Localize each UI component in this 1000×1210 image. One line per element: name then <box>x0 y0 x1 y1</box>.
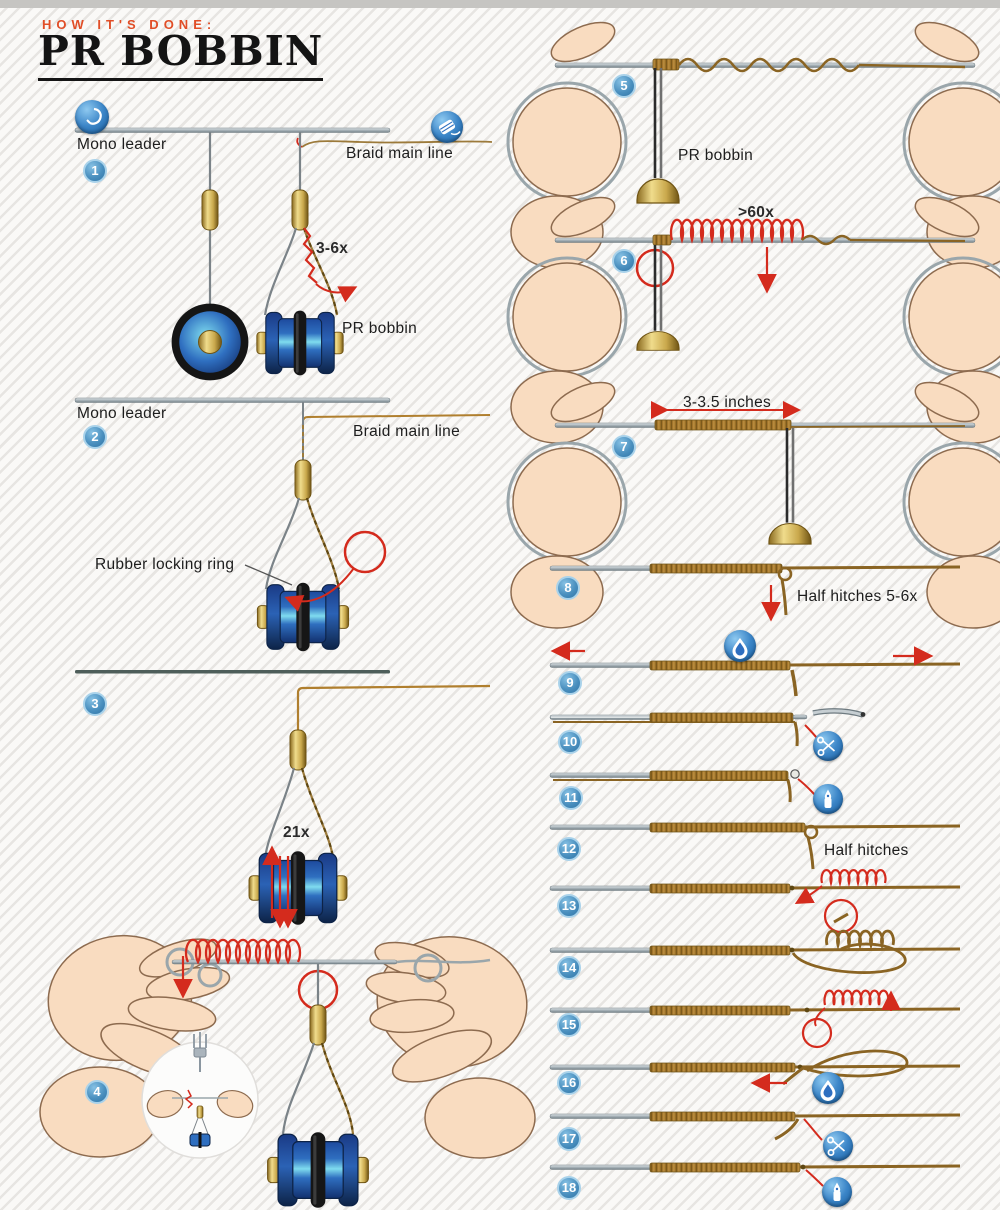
step-14-illustration <box>549 929 961 974</box>
step12-hitches-label: Half hitches <box>824 842 909 859</box>
water-drop-icon <box>812 1072 844 1104</box>
step-18-illustration <box>549 1162 961 1187</box>
step-13-illustration <box>549 869 961 934</box>
step-3-illustration <box>75 670 491 929</box>
step2-mono-label: Mono leader <box>77 405 167 422</box>
hook-icon <box>75 100 109 134</box>
step7-length-label: 3-3.5 inches <box>683 394 772 411</box>
step-badge-4: 4 <box>85 1080 109 1104</box>
step-badge-12: 12 <box>557 837 581 861</box>
step-7-illustration <box>506 372 1000 630</box>
step-10-illustration <box>549 708 866 747</box>
step-badge-18: 18 <box>557 1176 581 1200</box>
step-badge-7: 7 <box>612 435 636 459</box>
step-11-illustration <box>549 769 817 803</box>
step-5-illustration <box>506 12 1000 270</box>
step-15-illustration <box>549 989 961 1049</box>
lighter-icon <box>822 1177 852 1207</box>
kicker: HOW IT'S DONE: <box>42 17 217 32</box>
step1-bobbin-label: PR bobbin <box>342 320 418 337</box>
step-badge-8: 8 <box>556 576 580 600</box>
step-badge-15: 15 <box>557 1013 581 1037</box>
step5-bobbin-label: PR bobbin <box>678 147 754 164</box>
step2-braid-label: Braid main line <box>353 423 461 440</box>
step-6-illustration <box>506 187 1000 445</box>
step-17-illustration <box>549 1111 961 1141</box>
step6-wraps-label: >60x <box>738 204 775 221</box>
right-hand <box>365 936 536 1159</box>
step-badge-1: 1 <box>83 159 107 183</box>
page-title: PR BOBBIN <box>38 29 324 82</box>
top-bar <box>0 0 1000 8</box>
step3-wraps-label: 21x <box>283 824 310 841</box>
step-1-illustration <box>74 127 493 381</box>
step-2-illustration <box>74 397 491 652</box>
step-badge-3: 3 <box>83 692 107 716</box>
step-badge-6: 6 <box>612 249 636 273</box>
step1-mono-label: Mono leader <box>77 136 167 153</box>
step-badge-9: 9 <box>558 671 582 695</box>
step-8-illustration <box>549 563 961 622</box>
step-16-illustration <box>549 1049 961 1093</box>
step-badge-2: 2 <box>83 425 107 449</box>
step-9-illustration <box>549 641 961 697</box>
step-badge-5: 5 <box>612 74 636 98</box>
step-badge-17: 17 <box>557 1127 581 1151</box>
step-badge-14: 14 <box>557 956 581 980</box>
step1-braid-label: Braid main line <box>346 145 454 162</box>
inset-detail <box>141 1032 259 1159</box>
step1-wraps-label: 3-6x <box>316 240 349 257</box>
step-badge-10: 10 <box>558 730 582 754</box>
scissors-icon <box>823 1131 853 1161</box>
step-badge-11: 11 <box>559 786 583 810</box>
water-drop-icon <box>724 630 756 662</box>
step-4-illustration <box>39 934 536 1209</box>
scissors-icon <box>813 731 843 761</box>
step-badge-16: 16 <box>557 1071 581 1095</box>
braid-spool-icon <box>431 111 463 143</box>
step-12-illustration <box>549 822 961 870</box>
step2-ring-label: Rubber locking ring <box>95 556 235 573</box>
lighter-icon <box>813 784 843 814</box>
step8-hitches-label: Half hitches 5-6x <box>797 588 918 605</box>
step-badge-13: 13 <box>557 894 581 918</box>
